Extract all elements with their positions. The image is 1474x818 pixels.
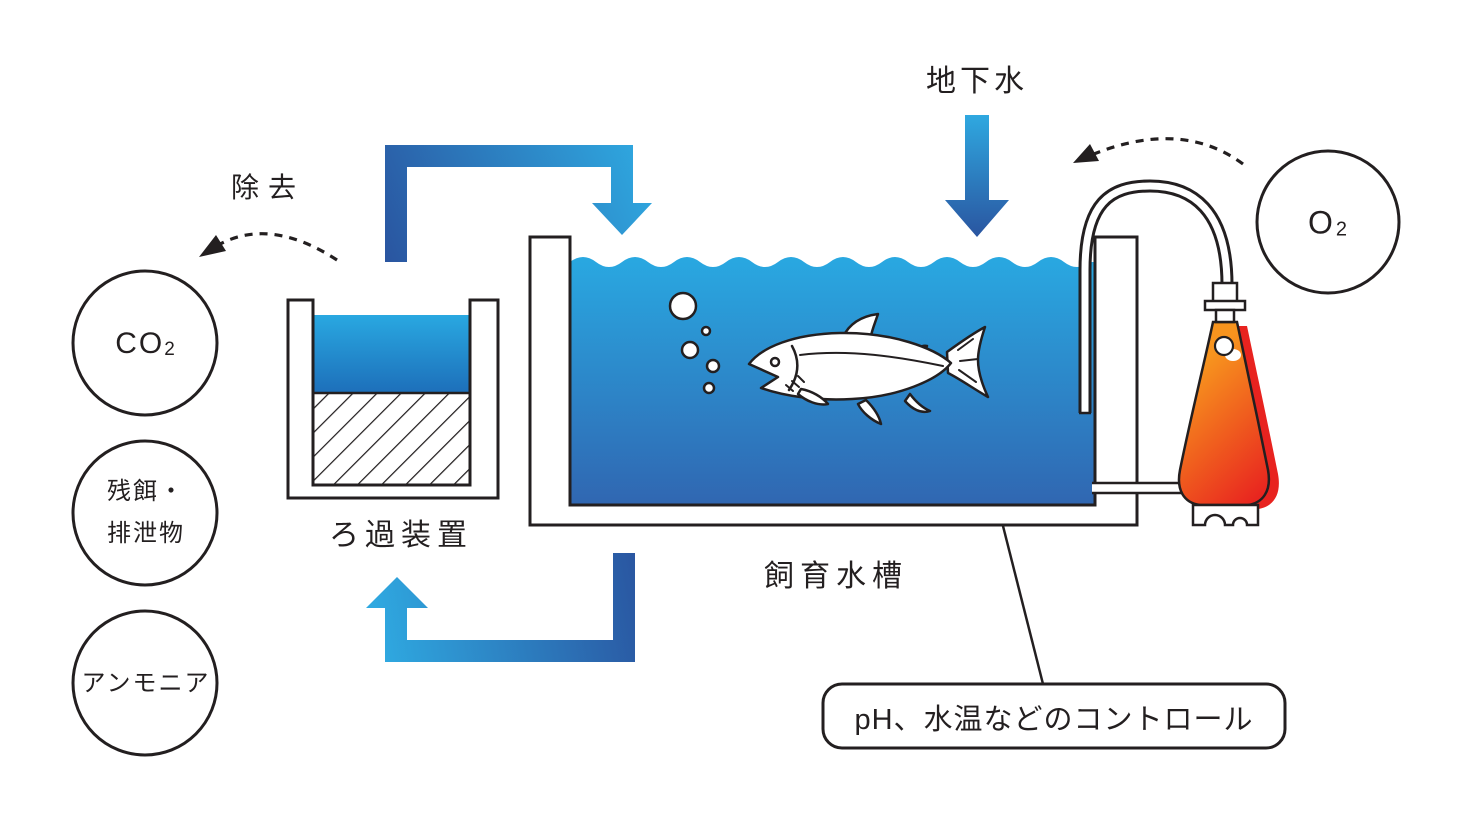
- cone-hole: [1213, 335, 1235, 357]
- cone-base: [1191, 503, 1260, 527]
- fish-lateral-line: [799, 351, 944, 367]
- filter-device: [286, 298, 500, 500]
- waste-circles: [71, 269, 219, 757]
- pipe-tank-to-filter-arrow: [366, 553, 635, 662]
- fish: [747, 312, 990, 426]
- oxygen-cone-device: [1177, 320, 1279, 527]
- groundwater-label: 地下水: [926, 65, 1028, 98]
- fish-gill-line: [787, 344, 799, 392]
- feed-waste-circle: [71, 439, 219, 587]
- co2-label: CO2: [115, 326, 177, 361]
- oxygen-tube: [1078, 179, 1247, 415]
- oxygen-circle: [1255, 149, 1401, 295]
- filter-walls: [286, 298, 500, 500]
- removal-label: 除去: [230, 172, 306, 203]
- control-pointer-line: [1001, 525, 1045, 685]
- tank-to-cone-pipe: [1092, 481, 1188, 495]
- co2-circle: [71, 269, 219, 417]
- ammonia-label: アンモニア: [81, 670, 211, 697]
- feed-waste-label: 残餌・ 排泄物: [107, 478, 185, 547]
- fish-pectoral-fin: [796, 387, 830, 406]
- fish-tail-fin: [945, 325, 990, 399]
- tank-label: 飼育水槽: [764, 560, 908, 593]
- ammonia-circle: [71, 609, 219, 757]
- filter-water: [313, 315, 470, 393]
- fish-eye: [769, 356, 781, 368]
- filter-label: ろ過装置: [329, 519, 473, 552]
- pipe-filter-to-tank-arrow: [385, 145, 652, 262]
- bubbles: [668, 291, 721, 395]
- control-box: [821, 682, 1287, 750]
- control-label: pH、水温などのコントロール: [854, 704, 1254, 736]
- fish-pelvic-fin: [856, 398, 883, 426]
- tube-valve: [1203, 281, 1247, 324]
- groundwater-arrow: [945, 115, 1009, 237]
- filter-media-hatch: [311, 391, 472, 487]
- fish-dorsal-fin: [841, 312, 880, 339]
- tank-walls: [528, 235, 1139, 527]
- removal-dashed-arrow: [199, 232, 338, 262]
- oxygen-label: O2: [1307, 204, 1351, 241]
- fish-anal-fin: [903, 392, 932, 414]
- oxygen-dashed-arrow: [1073, 137, 1244, 166]
